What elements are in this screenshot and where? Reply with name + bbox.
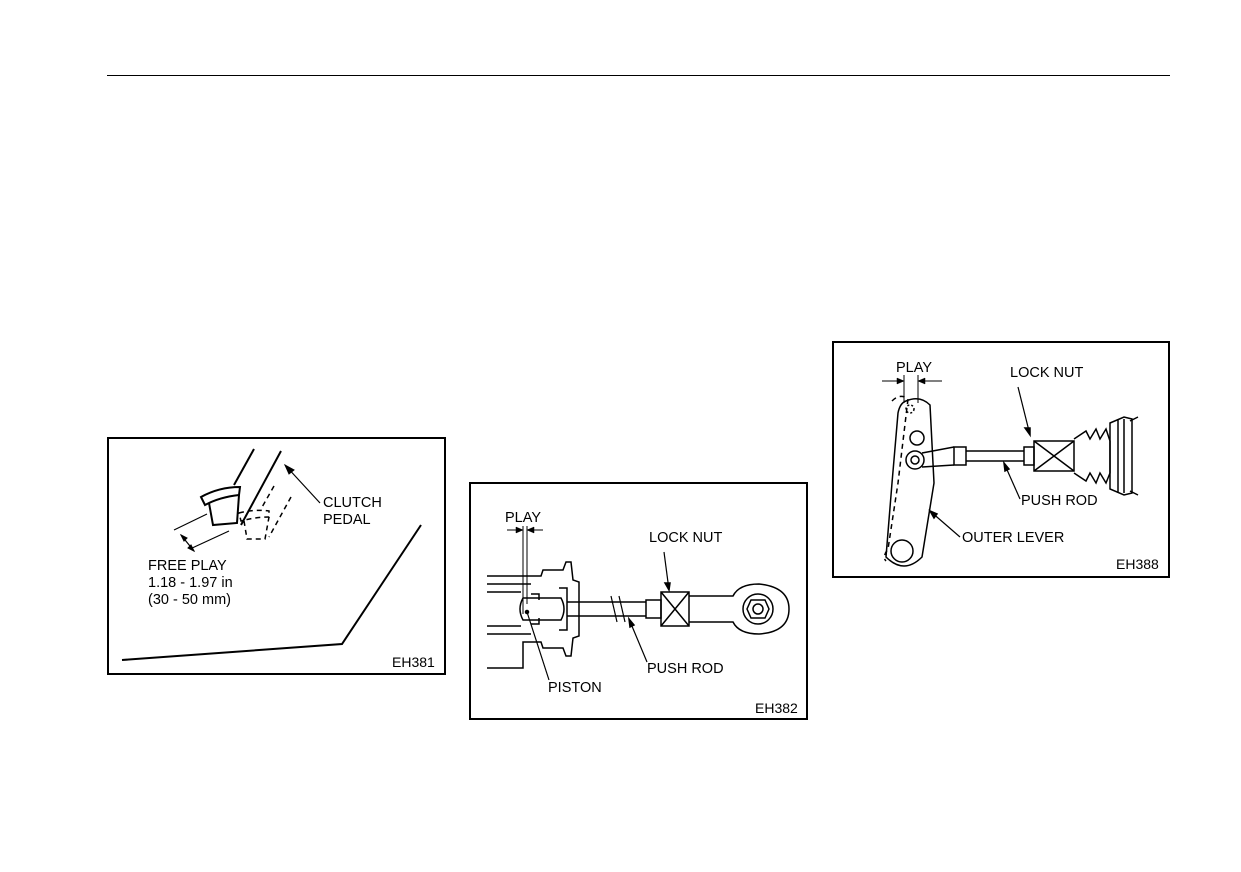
figure-code: EH388	[1116, 556, 1159, 572]
play-label: PLAY	[505, 510, 542, 526]
header-rule	[107, 75, 1170, 76]
push-rod-label: PUSH ROD	[1021, 493, 1098, 509]
play-label: PLAY	[896, 360, 933, 376]
lock-nut-label: LOCK NUT	[1010, 365, 1084, 381]
clutch-pedal-label-line1: CLUTCH	[323, 495, 382, 511]
clutch-pedal-illustration	[121, 448, 422, 661]
free-play-millimeters: (30 - 50 mm)	[148, 592, 231, 608]
figure-master-cylinder-push-rod: PLAY LOCK NUT PUSH ROD PISTON EH382	[469, 482, 808, 720]
clutch-pedal-label-line2: PEDAL	[323, 512, 371, 528]
piston-label: PISTON	[548, 680, 602, 696]
free-play-inches: 1.18 - 1.97 in	[148, 575, 233, 591]
figure-outer-lever-push-rod: PLAY LOCK NUT PUSH ROD OUTER LEVER EH388	[832, 341, 1170, 578]
push-rod-label: PUSH ROD	[647, 661, 724, 677]
figure-clutch-pedal-free-play: CLUTCH PEDAL FREE PLAY 1.18 - 1.97 in (3…	[107, 437, 446, 675]
outer-lever-label: OUTER LEVER	[962, 530, 1065, 546]
free-play-label: FREE PLAY	[148, 558, 227, 574]
outer-lever-illustration	[882, 375, 1139, 567]
figure-code: EH382	[755, 700, 798, 716]
push-rod-illustration	[487, 526, 790, 681]
lock-nut-label: LOCK NUT	[649, 530, 723, 546]
figure-code: EH381	[392, 654, 435, 670]
